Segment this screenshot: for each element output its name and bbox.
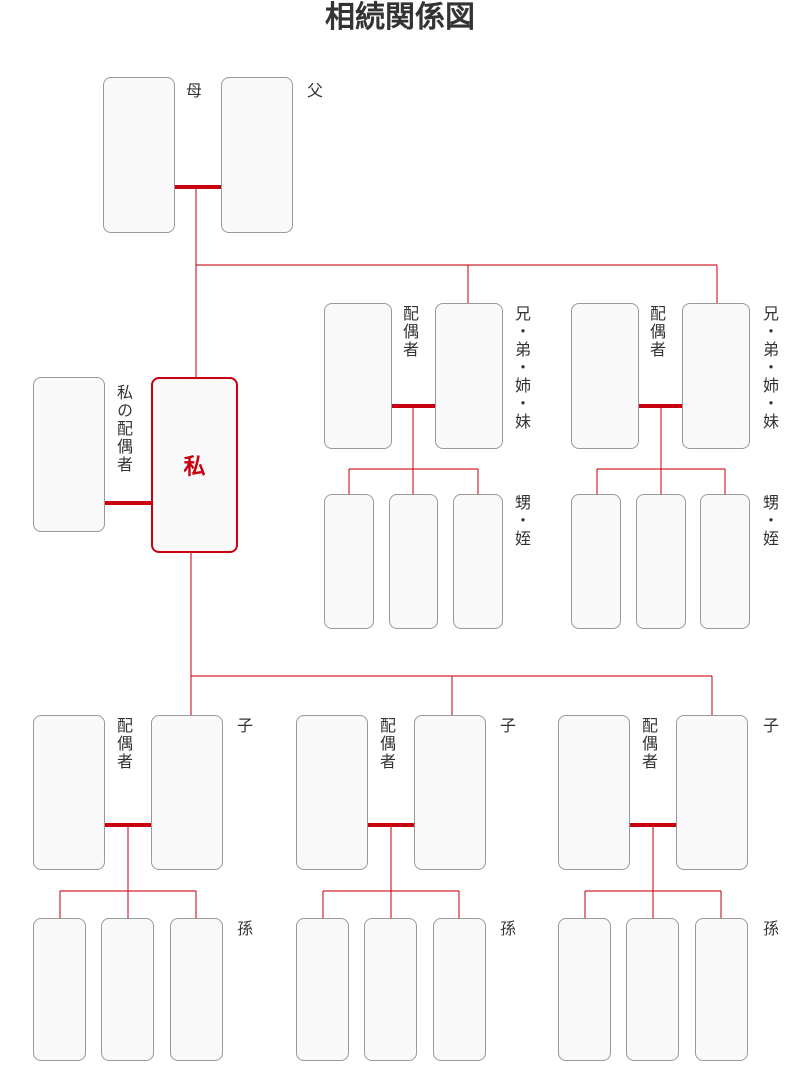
nephew-niece-box	[571, 494, 621, 629]
grandchild-box	[626, 918, 679, 1061]
child-box	[151, 715, 223, 870]
label-child: 子	[760, 717, 779, 735]
label-child-spouse: 配偶者	[639, 717, 658, 771]
page-title: 相続関係図	[325, 0, 475, 35]
me-box: 私	[151, 377, 238, 553]
sibling-spouse-box	[571, 303, 639, 449]
child-box	[414, 715, 486, 870]
child-spouse-box	[296, 715, 368, 870]
grandchild-box	[433, 918, 486, 1061]
grandchild-box	[695, 918, 748, 1061]
label-siblings: 兄・弟・姉・妹	[512, 305, 531, 431]
label-siblings: 兄・弟・姉・妹	[760, 305, 779, 431]
nephew-niece-box	[453, 494, 503, 629]
label-father: 父	[304, 82, 323, 100]
grandchild-box	[558, 918, 611, 1061]
grandchild-box	[33, 918, 86, 1061]
my-spouse-box	[33, 377, 105, 532]
label-mother: 母	[183, 82, 202, 100]
sibling-spouse-box	[324, 303, 392, 449]
nephew-niece-box	[636, 494, 686, 629]
nephew-niece-box	[389, 494, 438, 629]
grandchild-box	[170, 918, 223, 1061]
grandchild-box	[296, 918, 349, 1061]
label-sibling-spouse: 配偶者	[647, 305, 666, 359]
grandchild-box	[364, 918, 417, 1061]
me-label: 私	[183, 455, 206, 480]
label-grandchild: 孫	[234, 920, 253, 938]
nephew-niece-box	[700, 494, 750, 629]
label-child: 子	[234, 717, 253, 735]
grandchild-box	[101, 918, 154, 1061]
label-grandchild: 孫	[497, 920, 516, 938]
label-sibling-spouse: 配偶者	[400, 305, 419, 359]
label-child-spouse: 配偶者	[114, 717, 133, 771]
label-grandchild: 孫	[760, 920, 779, 938]
label-child-spouse: 配偶者	[377, 717, 396, 771]
sibling-box	[435, 303, 503, 449]
mother-box	[103, 77, 175, 233]
label-my-spouse: 私の配偶者	[114, 384, 133, 474]
label-nephews-nieces: 甥・姪	[760, 494, 779, 548]
child-spouse-box	[33, 715, 105, 870]
father-box	[221, 77, 293, 233]
sibling-box	[682, 303, 750, 449]
label-nephews-nieces: 甥・姪	[512, 494, 531, 548]
child-spouse-box	[558, 715, 630, 870]
label-child: 子	[497, 717, 516, 735]
nephew-niece-box	[324, 494, 374, 629]
child-box	[676, 715, 748, 870]
